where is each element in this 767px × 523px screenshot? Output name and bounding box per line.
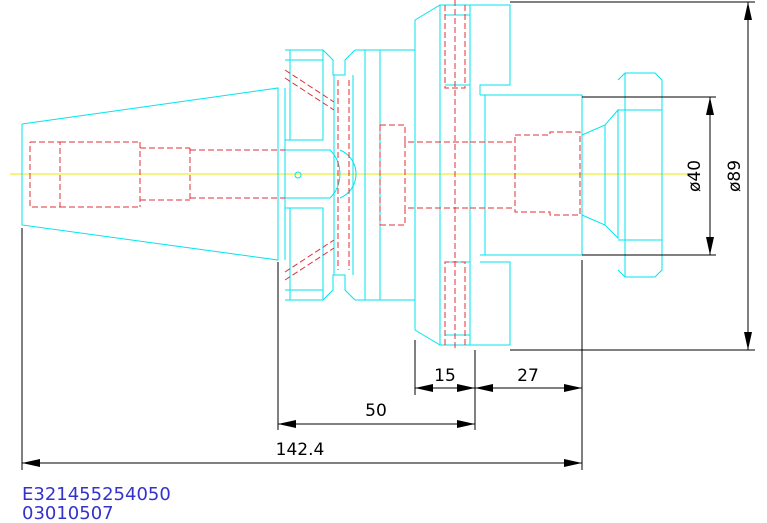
dim-length-50: 50 bbox=[365, 401, 387, 421]
dim-length-27: 27 bbox=[517, 366, 539, 386]
part-code-line1: E321455254050 bbox=[22, 484, 171, 505]
dim-diameter-40: ø40 bbox=[685, 160, 705, 192]
dim-length-15: 15 bbox=[434, 366, 456, 386]
part-outline bbox=[21, 4, 663, 346]
dim-diameter-89: ø89 bbox=[725, 160, 745, 192]
part-code-line2: 03010507 bbox=[22, 503, 114, 523]
dimension-arrows bbox=[22, 2, 752, 467]
dimension-lines bbox=[21, 1, 755, 470]
hidden-lines bbox=[29, 0, 581, 350]
dim-length-142: 142.4 bbox=[276, 440, 325, 460]
